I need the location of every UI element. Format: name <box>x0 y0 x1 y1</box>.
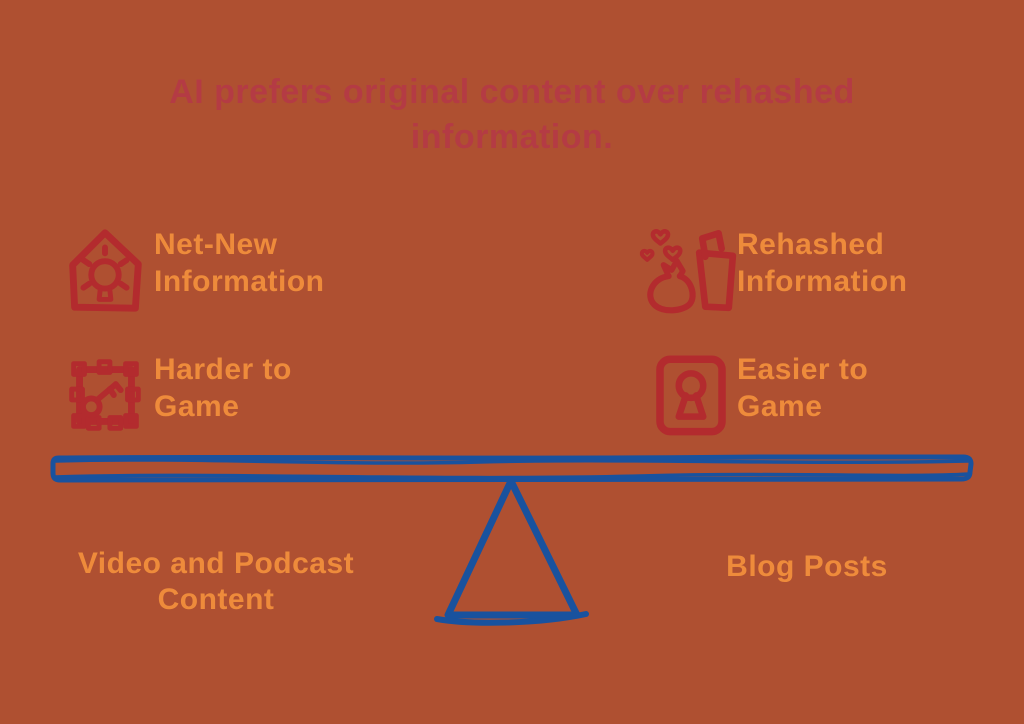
scale-fulcrum <box>444 477 581 619</box>
framed-key-icon <box>56 346 154 444</box>
right-side-label: Blog Posts <box>726 550 888 583</box>
house-lightbulb-icon <box>55 221 155 319</box>
trash-bag-bucket-hearts-icon <box>638 218 740 320</box>
rehashed-information-label: Rehashed Information <box>737 228 908 298</box>
page-title: AI prefers original content over rehashe… <box>169 73 855 156</box>
keyhole-lock-icon <box>644 346 738 444</box>
harder-to-game-label: Harder to Game <box>154 353 292 423</box>
net-new-information-label: Net-New Information <box>154 228 325 298</box>
easier-to-game-label: Easier to Game <box>737 353 869 423</box>
scale-beam <box>50 454 974 483</box>
left-side-label: Video and Podcast Content <box>77 547 355 616</box>
